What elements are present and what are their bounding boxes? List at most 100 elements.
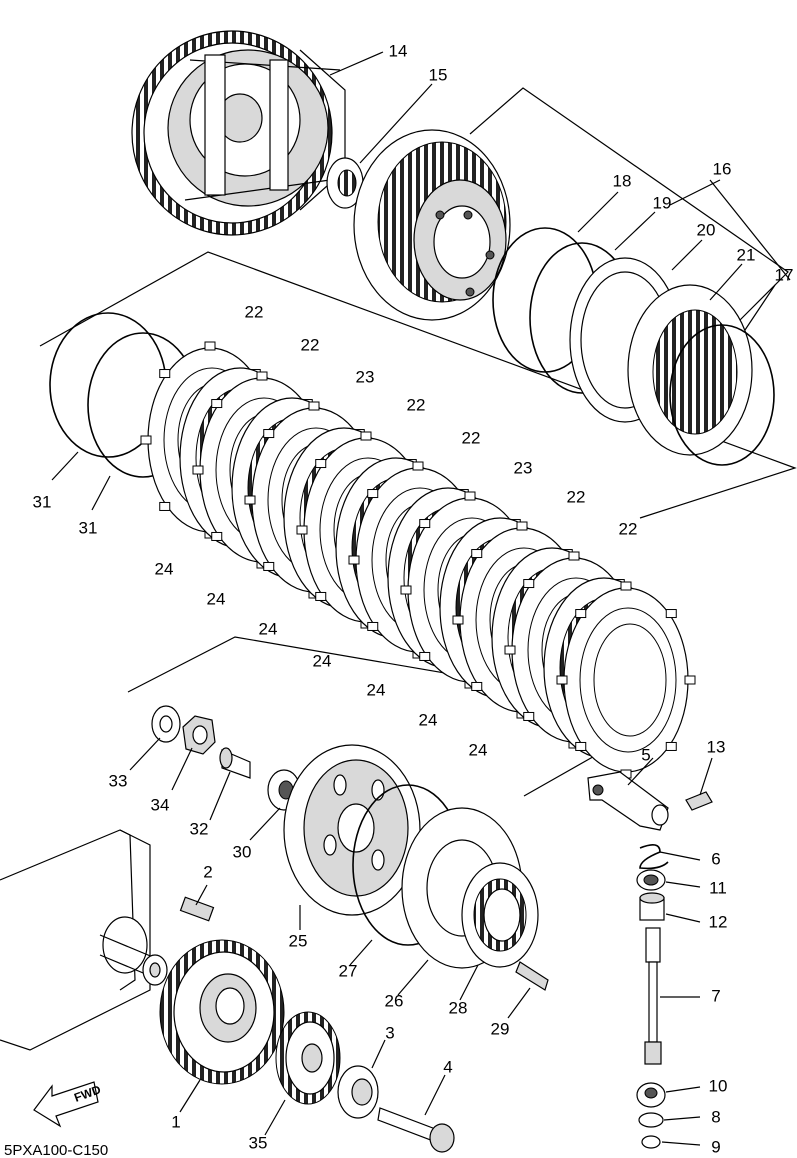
label-22-a: 22 bbox=[245, 302, 264, 321]
diagram-code: 5PXA100-C150 bbox=[4, 1142, 108, 1158]
label-11: 11 bbox=[709, 878, 727, 897]
label-12: 12 bbox=[709, 912, 728, 931]
friction-plate-tab bbox=[211, 399, 223, 409]
friction-plate-tab bbox=[348, 555, 360, 565]
friction-plate-tab bbox=[192, 465, 204, 475]
label-19: 19 bbox=[653, 193, 672, 212]
friction-plate-tab bbox=[360, 431, 372, 441]
friction-plate-tab bbox=[315, 459, 327, 469]
friction-plate-tab bbox=[140, 435, 152, 445]
label-17: 17 bbox=[775, 265, 794, 284]
leader-lines bbox=[51, 51, 791, 1146]
friction-plate-tab bbox=[296, 525, 308, 535]
label-22-b: 22 bbox=[301, 335, 320, 354]
friction-plate-tab bbox=[471, 549, 483, 559]
push-rod-parts bbox=[151, 705, 301, 811]
label-22-c: 22 bbox=[407, 395, 426, 414]
friction-plate-tab bbox=[575, 741, 587, 751]
friction-plate-tab bbox=[159, 369, 171, 379]
label-23-b: 23 bbox=[514, 458, 533, 477]
label-24-f: 24 bbox=[419, 710, 438, 729]
label-14: 14 bbox=[389, 41, 408, 60]
label-24-a: 24 bbox=[155, 559, 174, 578]
label-2: 2 bbox=[203, 862, 212, 881]
primary-drive-gear bbox=[159, 939, 285, 1085]
friction-plate-tab bbox=[419, 519, 431, 529]
label-31-a: 31 bbox=[33, 492, 52, 511]
label-24-g: 24 bbox=[469, 740, 488, 759]
friction-plate-tab bbox=[211, 531, 223, 541]
lower-plates bbox=[352, 784, 549, 991]
label-28: 28 bbox=[449, 998, 468, 1017]
sensor-plate bbox=[275, 1011, 341, 1105]
friction-plate-tab bbox=[412, 461, 424, 471]
friction-plate-tab bbox=[256, 371, 268, 381]
friction-plate-tab bbox=[315, 591, 327, 601]
plate-stack-group-box bbox=[39, 251, 797, 519]
friction-plate-tab bbox=[665, 609, 677, 619]
bolt-4 bbox=[377, 1107, 439, 1143]
plate-stack bbox=[140, 341, 696, 779]
label-5: 5 bbox=[641, 745, 650, 764]
label-30: 30 bbox=[233, 842, 252, 861]
label-1: 1 bbox=[171, 1112, 180, 1131]
friction-plate-tab bbox=[308, 401, 320, 411]
label-13: 13 bbox=[707, 737, 726, 756]
label-33: 33 bbox=[109, 771, 128, 790]
label-29: 29 bbox=[491, 1019, 510, 1038]
label-8: 8 bbox=[711, 1107, 720, 1126]
clutch-housing bbox=[131, 30, 346, 236]
friction-plate-tab bbox=[159, 501, 171, 511]
friction-plate-tab bbox=[504, 645, 516, 655]
pressure-plate-group-box bbox=[469, 87, 789, 321]
release-mechanism bbox=[587, 771, 713, 1149]
friction-plate-tab bbox=[523, 579, 535, 589]
lever-5 bbox=[587, 771, 669, 831]
label-22-f: 22 bbox=[619, 519, 638, 538]
crankcase-outline bbox=[0, 829, 215, 1051]
upper-plate-group bbox=[492, 227, 775, 466]
friction-plate-tab bbox=[204, 341, 216, 351]
label-26: 26 bbox=[385, 991, 404, 1010]
friction-plate-tab bbox=[367, 489, 379, 499]
label-18: 18 bbox=[613, 171, 632, 190]
label-24-c: 24 bbox=[259, 619, 278, 638]
label-24-e: 24 bbox=[367, 680, 386, 699]
friction-plate-tab bbox=[244, 495, 256, 505]
push-lever-shaft-7 bbox=[648, 961, 658, 1043]
label-20: 20 bbox=[697, 220, 716, 239]
friction-plate-tab bbox=[684, 675, 696, 685]
bolt-29 bbox=[515, 961, 549, 991]
label-35: 35 bbox=[249, 1133, 268, 1152]
screw-13 bbox=[685, 791, 713, 811]
label-22-e: 22 bbox=[567, 487, 586, 506]
friction-plate-tab bbox=[419, 651, 431, 661]
label-6: 6 bbox=[711, 849, 720, 868]
label-4: 4 bbox=[443, 1057, 452, 1076]
friction-plate-tab bbox=[516, 521, 528, 531]
label-10: 10 bbox=[709, 1076, 728, 1095]
label-25: 25 bbox=[289, 931, 308, 950]
label-9: 9 bbox=[711, 1137, 720, 1156]
washer-8 bbox=[638, 1112, 664, 1128]
circlip-9 bbox=[641, 1135, 661, 1149]
friction-plate-tab bbox=[464, 491, 476, 501]
label-21: 21 bbox=[737, 245, 756, 264]
friction-plate-tab bbox=[556, 675, 568, 685]
friction-plate-tab bbox=[523, 711, 535, 721]
label-15: 15 bbox=[429, 65, 448, 84]
label-27: 27 bbox=[339, 961, 358, 980]
circlip-upper bbox=[669, 324, 775, 466]
fwd-arrow: FWD bbox=[33, 1081, 103, 1128]
friction-plate-tab bbox=[367, 621, 379, 631]
label-34: 34 bbox=[151, 795, 170, 814]
label-22-d: 22 bbox=[462, 428, 481, 447]
label-24-d: 24 bbox=[313, 651, 332, 670]
friction-plate-tab bbox=[263, 561, 275, 571]
friction-plate-tab bbox=[452, 615, 464, 625]
label-32: 32 bbox=[190, 819, 209, 838]
friction-plate-tab bbox=[620, 581, 632, 591]
clutch-boss bbox=[353, 129, 511, 321]
plate-center-hole bbox=[593, 623, 667, 737]
